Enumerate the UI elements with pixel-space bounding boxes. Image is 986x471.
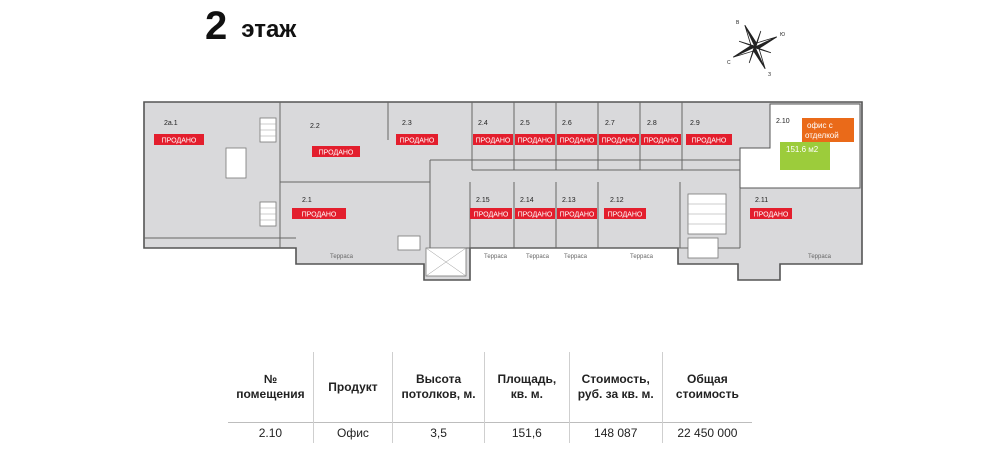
room-label: 2.12 <box>610 197 624 204</box>
floor-label: этаж <box>241 16 297 43</box>
compass-rose-icon: В Ю З С <box>727 20 785 78</box>
cell-price-per-sqm: 148 087 <box>568 422 663 443</box>
floor-plan: 2а.1 2.2 2.3 2.4 2.5 2.6 2.7 2.8 2.9 2.1… <box>143 101 863 281</box>
sold-badge: ПРОДАНО <box>400 138 435 145</box>
sold-badge: ПРОДАНО <box>602 138 637 145</box>
sold-badge: ПРОДАНО <box>302 212 337 219</box>
office-badge <box>802 118 854 142</box>
header-total-cost: Общая стоимость <box>661 352 752 423</box>
header-product: Продукт <box>312 352 393 423</box>
table-row[interactable]: 2.10 Офис 3,5 151,6 148 087 22 450 000 <box>228 422 752 443</box>
room-label: 2а.1 <box>164 120 178 127</box>
sold-badge: ПРОДАНО <box>560 212 595 219</box>
room-label: 2.10 <box>776 118 790 125</box>
terrace-label: Терраса <box>330 254 354 260</box>
header-price-per-sqm: Стоимость, руб. за кв. м. <box>568 352 663 423</box>
header-ceiling-height: Высота потолков, м. <box>392 352 485 423</box>
sold-badge: ПРОДАНО <box>162 138 197 145</box>
area-badge <box>780 142 830 170</box>
cell-product: Офис <box>312 422 393 443</box>
compass-east-label: Ю <box>780 32 785 38</box>
cell-area: 151,6 <box>484 422 570 443</box>
sold-badge: ПРОДАНО <box>644 138 679 145</box>
area-value: 151.6 м2 <box>786 145 819 154</box>
room-label: 2.1 <box>302 197 312 204</box>
sold-badge: ПРОДАНО <box>518 138 553 145</box>
room-label: 2.5 <box>520 120 530 127</box>
cell-room-number: 2.10 <box>228 422 314 443</box>
sold-badge: ПРОДАНО <box>476 138 511 145</box>
office-badge-line2: отделкой <box>805 131 839 140</box>
cell-total-cost: 22 450 000 <box>661 422 752 443</box>
header-cell: Площадь, кв. м. <box>497 372 557 401</box>
room-label: 2.14 <box>520 197 534 204</box>
header-cell: Стоимость, руб. за кв. м. <box>577 372 654 401</box>
compass-north-label: В <box>736 20 740 26</box>
compass-south-label: З <box>768 72 771 78</box>
header-area: Площадь, кв. м. <box>484 352 570 423</box>
sold-badge: ПРОДАНО <box>692 138 727 145</box>
room-label: 2.15 <box>476 197 490 204</box>
table-header-row: № помещения Продукт Высота потолков, м. … <box>228 352 752 423</box>
sold-badge: ПРОДАНО <box>518 212 553 219</box>
header-cell: Общая стоимость <box>675 372 739 401</box>
room-label: 2.7 <box>605 120 615 127</box>
room-label: 2.9 <box>690 120 700 127</box>
terrace-label: Терраса <box>630 254 654 260</box>
header-cell: Высота потолков, м. <box>401 372 476 401</box>
room-label: 2.3 <box>402 120 412 127</box>
room-label: 2.8 <box>647 120 657 127</box>
floor-number: 2 <box>205 4 228 48</box>
terrace-label: Терраса <box>484 254 508 260</box>
sold-badge: ПРОДАНО <box>474 212 509 219</box>
header-cell: Продукт <box>328 379 378 394</box>
room-label: 2.6 <box>562 120 572 127</box>
header-room-number: № помещения <box>228 352 313 423</box>
sold-badge: ПРОДАНО <box>319 150 354 157</box>
sold-badge: ПРОДАНО <box>754 212 789 219</box>
sold-badge: ПРОДАНО <box>608 212 643 219</box>
room-label: 2.11 <box>755 197 768 204</box>
header-cell: № помещения <box>236 372 305 401</box>
room-label: 2.2 <box>310 123 320 130</box>
terrace-label: Терраса <box>808 254 832 260</box>
office-badge-line1: офис с <box>807 121 833 130</box>
specs-table: № помещения Продукт Высота потолков, м. … <box>228 352 752 443</box>
terrace-label: Терраса <box>526 254 550 260</box>
terrace-label: Терраса <box>564 254 588 260</box>
sold-badge: ПРОДАНО <box>560 138 595 145</box>
room-label: 2.13 <box>562 197 576 204</box>
compass-west-label: С <box>727 60 731 66</box>
floor-title: 2 этаж <box>205 2 296 46</box>
cell-ceiling-height: 3,5 <box>392 422 485 443</box>
room-label: 2.4 <box>478 120 488 127</box>
